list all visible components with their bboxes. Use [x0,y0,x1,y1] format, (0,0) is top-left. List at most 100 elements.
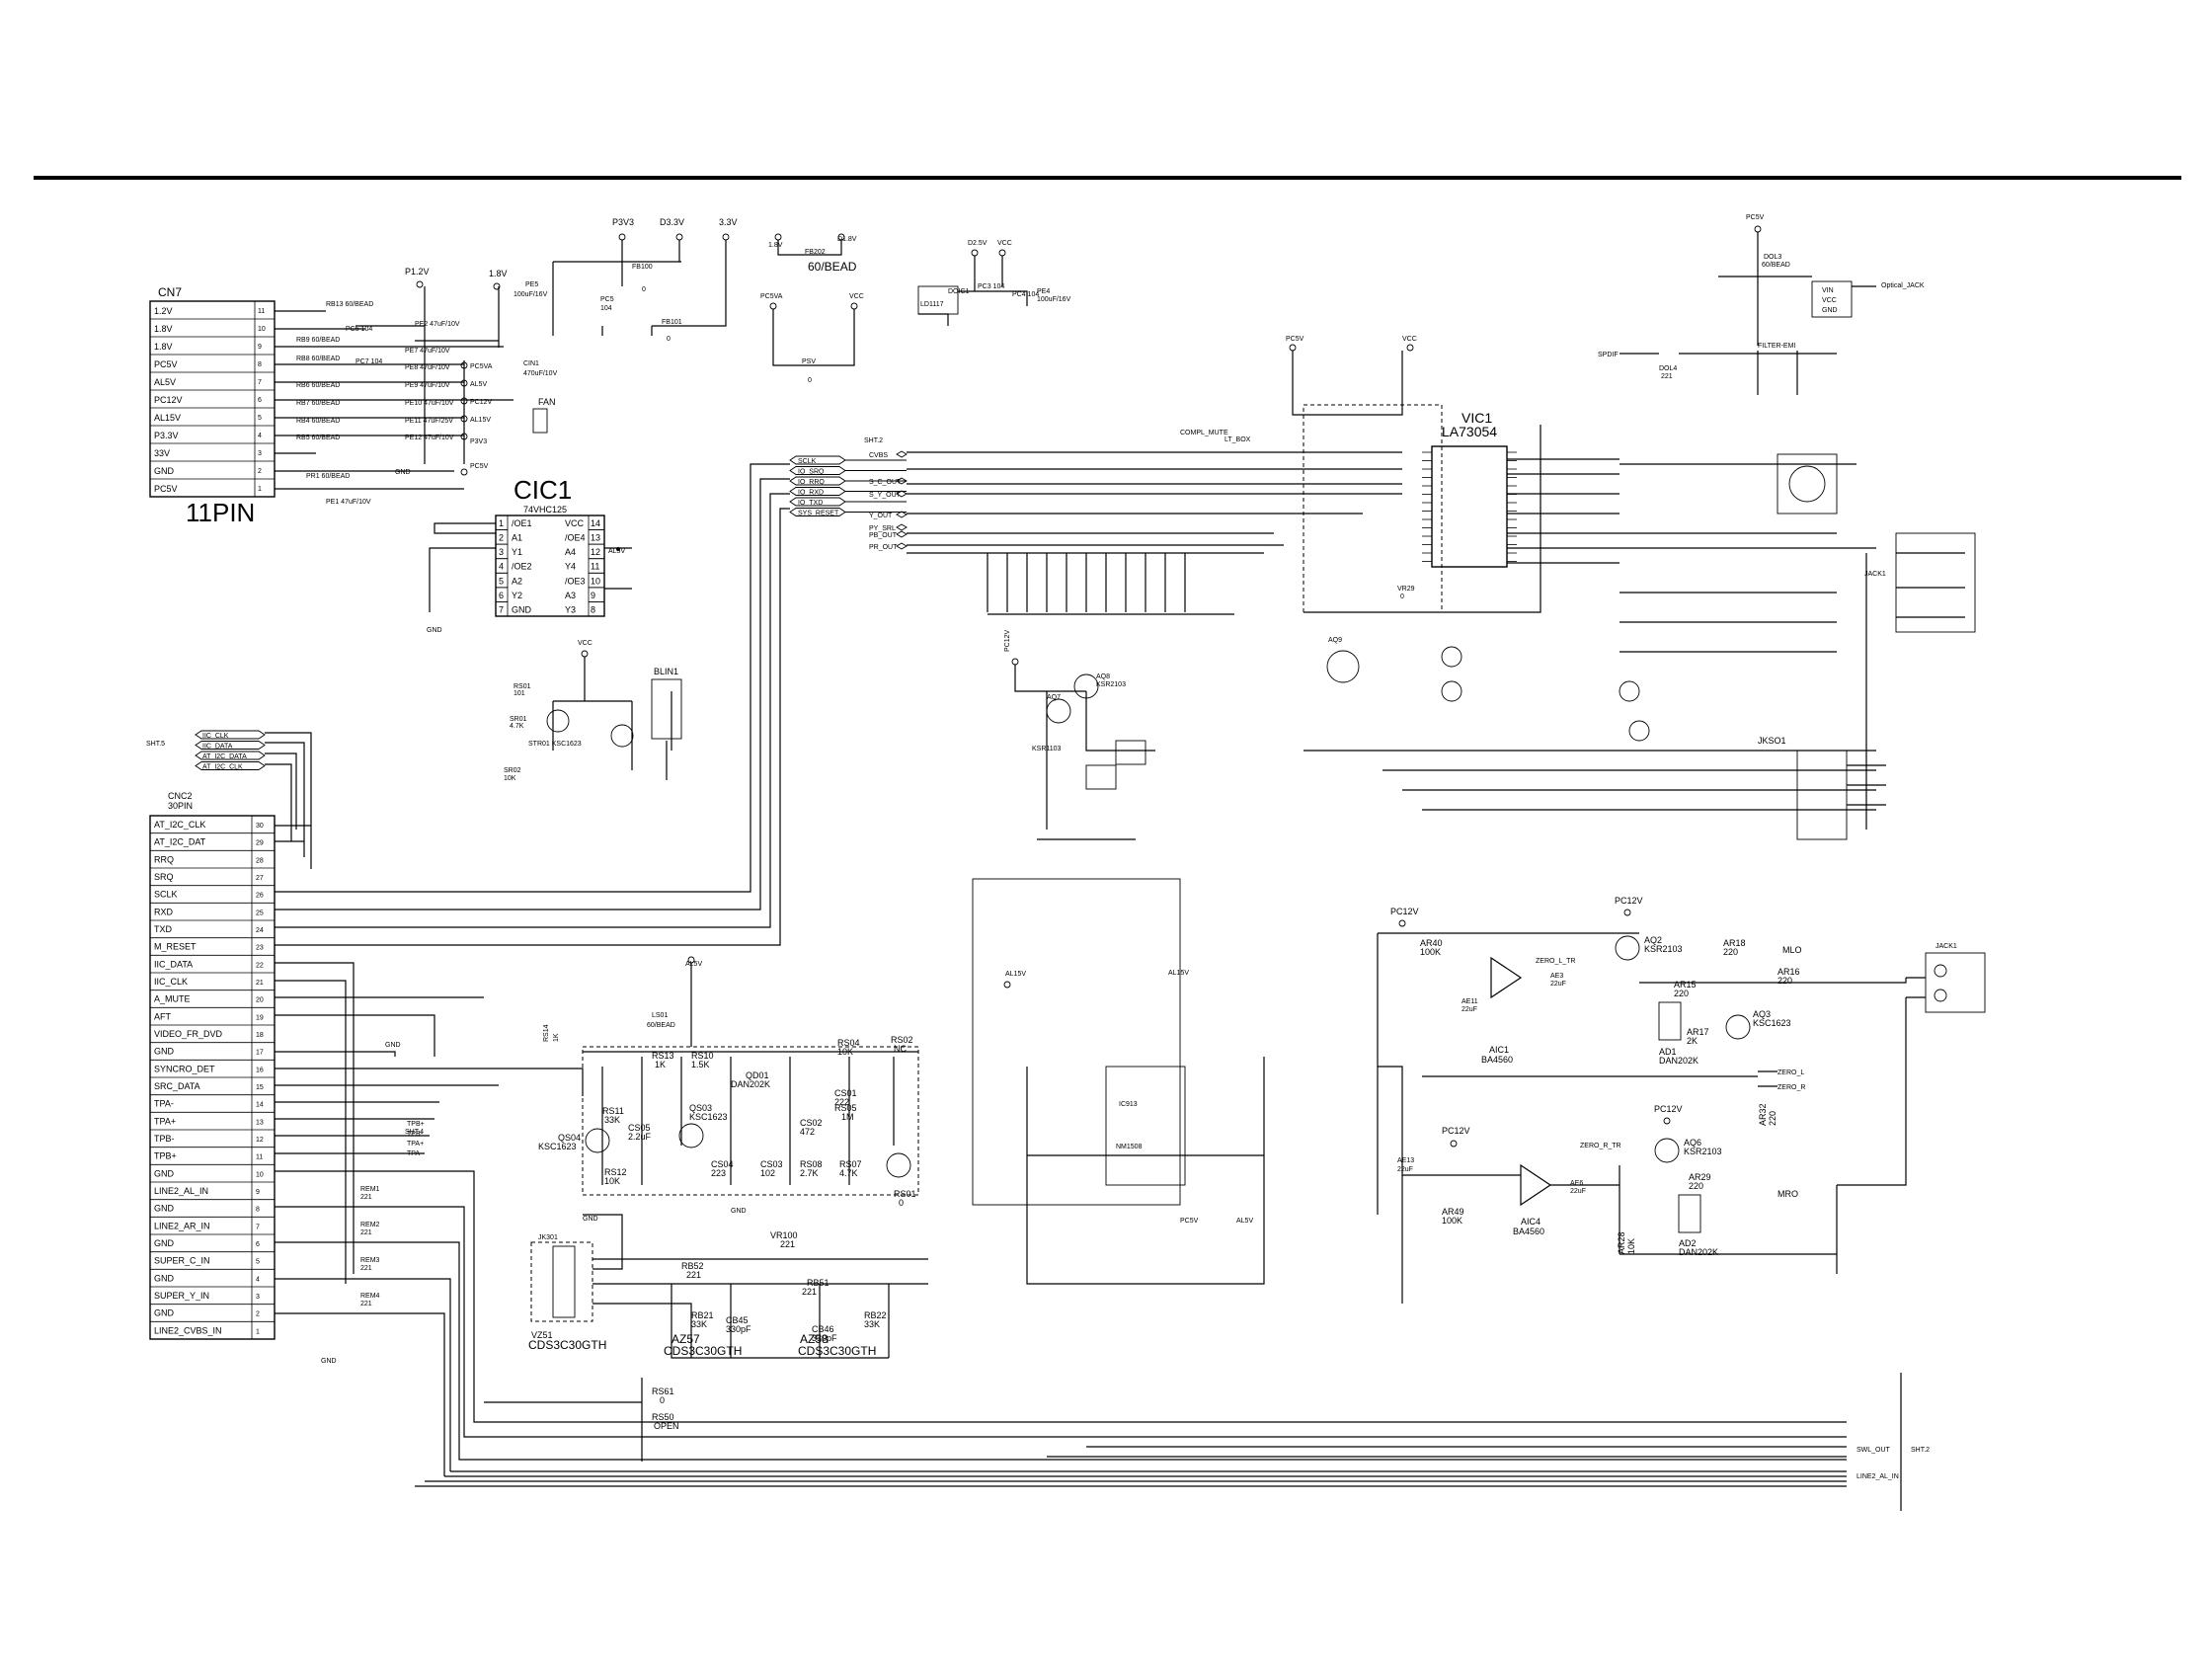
svg-text:RS04: RS04 [837,1038,860,1048]
cnc2-pin-number: 6 [256,1241,260,1248]
cic1-pin-number: 14 [591,518,600,528]
svg-text:PC5V: PC5V [1286,336,1304,343]
cic1-pin-name: A1 [512,533,522,543]
svg-text:VIN: VIN [1822,287,1834,294]
cnc2-pin-label: TXD [154,924,173,934]
cnc2-title: CNC2 [168,791,193,801]
cic1-pin-name: Y3 [565,604,576,614]
svg-text:DAN202K: DAN202K [1679,1247,1718,1257]
svg-text:PE4: PE4 [1037,288,1050,295]
cic1-pin-number: 6 [499,591,504,600]
svg-text:PE10 47uF/10V: PE10 47uF/10V [405,400,454,407]
cnc2-pin-number: 24 [256,927,264,934]
av-switch-area: AQ9 JKSO1 [1304,637,1886,840]
video-net-label: CVBS [869,452,888,459]
iic-net-label: IIC_CLK [202,733,229,740]
svg-text:D3.3V: D3.3V [660,217,684,227]
cnc2-pin-number: 4 [256,1276,260,1283]
cnc2-pin-label: GND [154,1204,175,1214]
cn7-caption: 11PIN [186,498,255,527]
svg-text:KSC1623: KSC1623 [689,1112,728,1122]
svg-text:100uF/16V: 100uF/16V [514,291,548,298]
svg-text:CS04: CS04 [711,1159,734,1169]
cnc2-pin-label: SUPER_Y_IN [154,1291,209,1301]
cn7-pin-number: 3 [258,450,262,457]
svg-text:RB13 60/BEAD: RB13 60/BEAD [326,301,373,308]
svg-text:221: 221 [802,1287,817,1297]
svg-text:PC5VA: PC5VA [760,293,783,300]
cic1-pin-number: 13 [591,533,600,543]
svg-text:RB9 60/BEAD: RB9 60/BEAD [296,337,340,344]
svg-text:AL15V: AL15V [1005,971,1026,978]
cnc2-wiring: REM1 221 REM2 221 REM3 221 REM4 221 GND … [275,463,1442,1476]
svg-text:FILTER-EMI: FILTER-EMI [1758,343,1795,350]
svg-text:TPB-: TPB- [407,1131,424,1138]
cn7-pin-label: PC12V [154,395,183,405]
svg-text:330pF: 330pF [812,1333,837,1343]
svg-text:DAN202K: DAN202K [731,1079,770,1089]
svg-text:PE7 47uF/10V: PE7 47uF/10V [405,348,450,355]
svg-text:10K: 10K [504,775,516,782]
cnc2-pin-label: A_MUTE [154,994,191,1004]
svg-text:CDS3C30GTH: CDS3C30GTH [664,1344,742,1358]
svg-text:KSC1623: KSC1623 [538,1142,577,1151]
svg-text:RS12: RS12 [604,1167,627,1177]
cn7-pin-label: 1.8V [154,342,173,352]
svg-text:RS01: RS01 [894,1189,916,1199]
svg-text:TPA+: TPA+ [407,1141,424,1148]
cnc2-pin-number: 1 [256,1328,260,1335]
svg-text:33K: 33K [691,1319,707,1329]
cnc2-pin-label: AFT [154,1011,172,1021]
svg-text:JACK1: JACK1 [1936,943,1957,950]
cic1-pin-number: 10 [591,576,600,586]
bus-net-label: SYS_RESET [798,511,839,517]
svg-text:PSV: PSV [802,358,816,365]
svg-text:ZERO_R_TR: ZERO_R_TR [1580,1143,1621,1149]
svg-text:PE12 47uF/10V: PE12 47uF/10V [405,435,454,441]
svg-text:104: 104 [600,305,612,312]
svg-text:102: 102 [760,1168,775,1178]
svg-text:BA4560: BA4560 [1481,1055,1513,1065]
svg-text:VCC: VCC [578,640,592,647]
svg-text:NM1508: NM1508 [1116,1144,1143,1150]
video-signal-bus: SHT.2 SCLKIO_SRQIO_RRQIO_RXDIO_TXDSYS_RE… [789,430,1402,615]
svg-text:PC4 104: PC4 104 [1012,291,1039,298]
cic1-pin-number: 4 [499,562,504,572]
svg-text:AR40: AR40 [1420,938,1443,948]
cnc2-pin-number: 27 [256,875,264,882]
cnc2-pin-label: SYNCRO_DET [154,1064,215,1073]
svg-text:1K: 1K [553,1033,560,1042]
svg-text:SPDIF: SPDIF [1598,352,1619,358]
svg-text:221: 221 [360,1194,372,1201]
svg-text:COMPL_MUTE: COMPL_MUTE [1180,430,1228,436]
svg-text:VIC1: VIC1 [1462,410,1492,426]
cnc2-pin-number: 21 [256,980,264,987]
svg-text:AE13: AE13 [1397,1157,1414,1164]
svg-text:AIC4: AIC4 [1521,1217,1540,1227]
svg-text:VR29: VR29 [1397,586,1415,593]
svg-text:CDS3C30GTH: CDS3C30GTH [798,1344,876,1358]
iic-labels: SHT.5 IIC_CLKIIC_DATAAT_I2C_DATAAT_I2C_C… [146,730,312,869]
svg-text:PC12V: PC12V [1442,1126,1470,1136]
svg-text:AE3: AE3 [1550,973,1563,980]
svg-text:PC7 104: PC7 104 [356,358,382,365]
svg-text:CDS3C30GTH: CDS3C30GTH [528,1338,606,1352]
svg-text:AR29: AR29 [1689,1172,1711,1182]
bus-net-label: IO_TXD [798,500,823,507]
cic1-pin-name: Y2 [512,591,522,600]
svg-text:AQ7: AQ7 [1047,694,1061,701]
svg-text:D2.5V: D2.5V [968,240,988,247]
svg-text:RS08: RS08 [800,1159,823,1169]
cn7-pin-number: 5 [258,415,262,422]
svg-text:PC5V: PC5V [1180,1218,1199,1225]
cic1-pin-name: A4 [565,547,576,557]
cnc2-pin-label: LINE2_AR_IN [154,1221,210,1230]
svg-text:RB4 60/BEAD: RB4 60/BEAD [296,418,340,425]
bottom-bus: SWL_OUT SHT.2 LINE2_AL_IN [415,1373,1930,1511]
svg-text:JK301: JK301 [538,1234,558,1241]
cnc2-pin-label: TPB+ [154,1151,177,1161]
svg-text:LINE2_AL_IN: LINE2_AL_IN [1856,1473,1899,1480]
cnc2-pin-number: 22 [256,962,264,969]
